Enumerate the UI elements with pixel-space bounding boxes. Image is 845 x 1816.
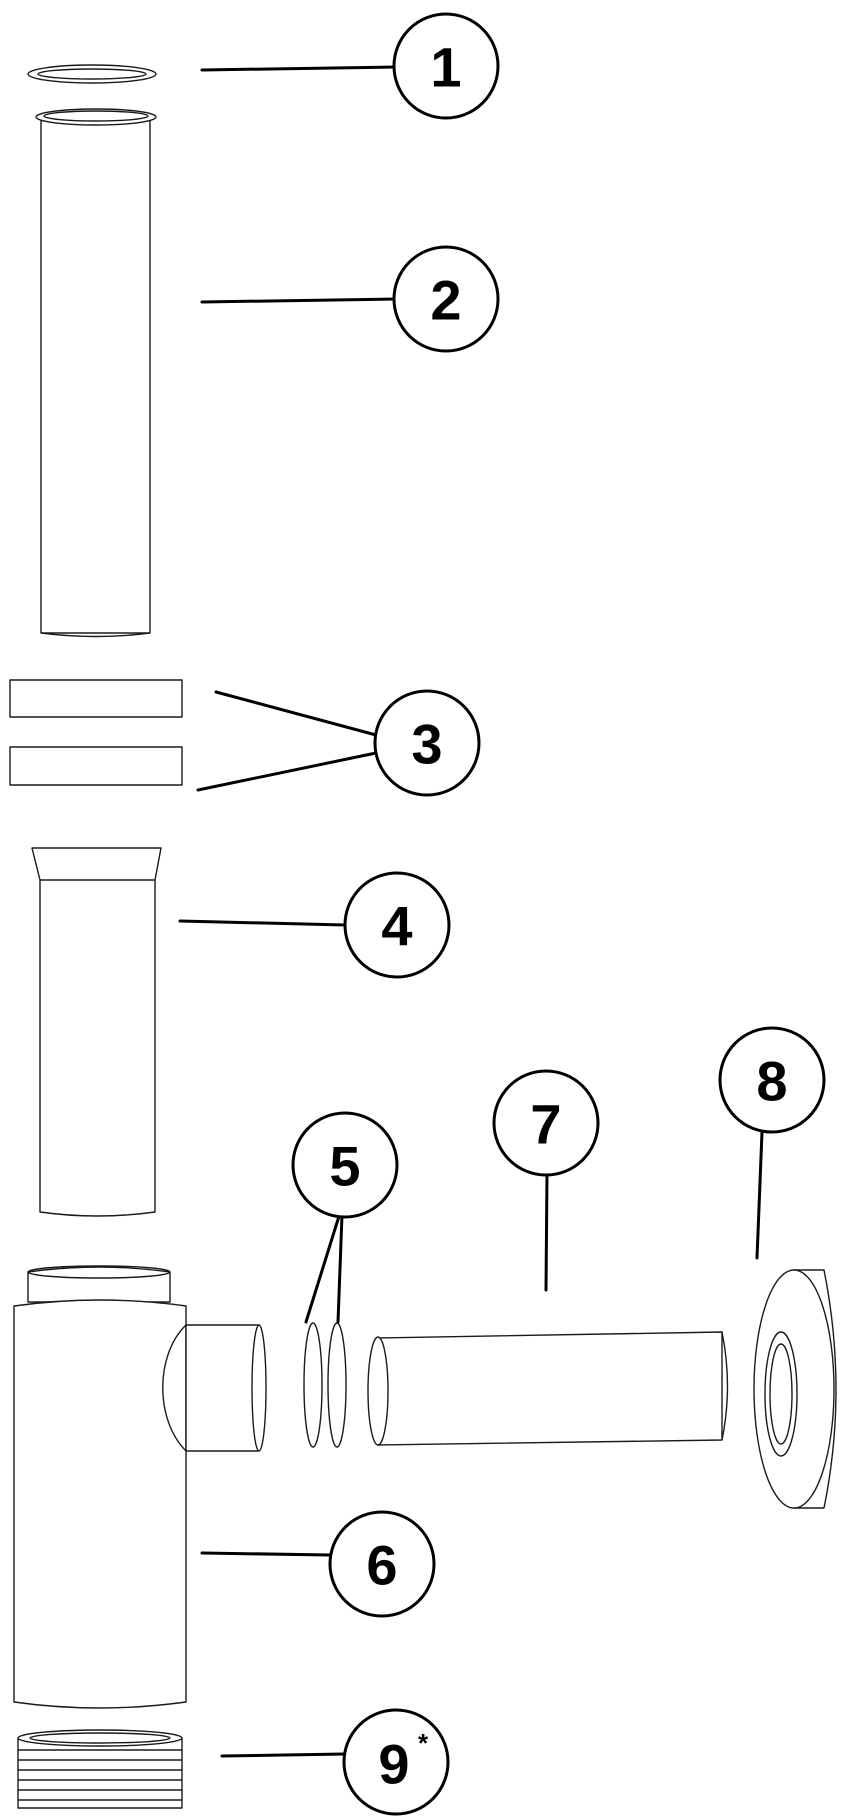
callout-3: 3 xyxy=(373,689,481,797)
callout-2: 2 xyxy=(392,245,500,353)
callout-1: 1 xyxy=(392,12,500,120)
leader-6 xyxy=(200,1551,332,1557)
leader-8 xyxy=(755,1130,764,1260)
callout-1-label: 1 xyxy=(430,36,461,99)
leader-lines xyxy=(178,65,764,1758)
leader-9 xyxy=(220,1752,347,1758)
part-8-wall-rosette xyxy=(753,1269,837,1509)
callout-3-label: 3 xyxy=(411,713,442,776)
leader-2 xyxy=(200,297,397,304)
part-9-threaded-nut xyxy=(17,1729,183,1809)
leader-5a xyxy=(304,1211,342,1324)
leader-3a xyxy=(214,690,378,737)
callout-9-asterisk: * xyxy=(418,1728,429,1758)
callout-4-label: 4 xyxy=(381,895,412,958)
callout-6: 6 xyxy=(328,1510,436,1618)
callout-9: 9 * xyxy=(342,1708,450,1816)
part-5-o-rings xyxy=(303,1322,347,1448)
callout-2-label: 2 xyxy=(430,269,461,332)
callout-6-label: 6 xyxy=(366,1534,397,1597)
callout-9-label: 9 xyxy=(378,1733,409,1796)
part-7-outlet-tube xyxy=(367,1331,729,1446)
part-1-washer xyxy=(27,64,157,84)
leader-4 xyxy=(178,919,347,927)
callout-5-label: 5 xyxy=(329,1135,360,1198)
part-4-tube xyxy=(31,847,162,1217)
leader-5b xyxy=(336,1213,344,1324)
part-6-t-body xyxy=(13,1265,267,1709)
callout-7-label: 7 xyxy=(530,1093,561,1156)
callout-7: 7 xyxy=(492,1069,600,1177)
leader-7 xyxy=(544,1171,549,1292)
callout-5: 5 xyxy=(291,1111,399,1219)
callout-8: 8 xyxy=(718,1026,826,1134)
part-3-sleeves xyxy=(9,679,183,786)
callout-8-label: 8 xyxy=(756,1050,787,1113)
callout-4: 4 xyxy=(343,871,451,979)
part-2-tube xyxy=(35,108,157,638)
leader-1 xyxy=(200,65,397,72)
leader-3b xyxy=(196,751,378,792)
